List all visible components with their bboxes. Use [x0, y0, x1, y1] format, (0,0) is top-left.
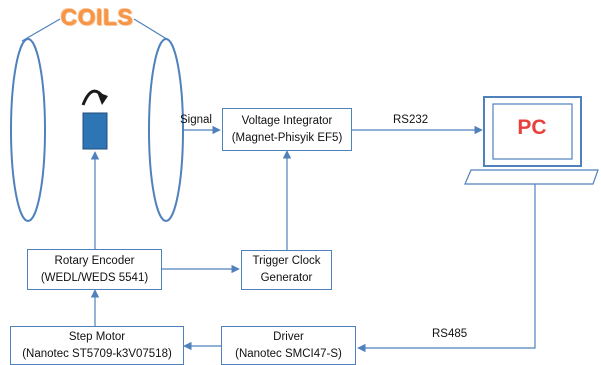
step-motor-box: Step Motor (Nanotec ST5709-k3V07518) — [10, 326, 184, 365]
voltage-integrator-model: (Magnet-Phisyik EF5) — [231, 131, 343, 144]
driver-box: Driver (Nanotec SMCI47-S) — [221, 326, 356, 365]
coils-pointer-right — [133, 18, 171, 42]
rs232-label: RS232 — [393, 114, 429, 126]
trigger-clock-title: Trigger Clock — [252, 255, 321, 268]
trigger-clock-subtitle: Generator — [260, 272, 313, 284]
rotary-encoder-model: (WEDL/WEDS 5541) — [40, 271, 149, 284]
pc-keyboard — [464, 169, 599, 185]
rotating-sample — [82, 112, 108, 150]
right-coil — [148, 38, 184, 222]
voltage-integrator-box: Voltage Integrator (Magnet-Phisyik EF5) — [222, 108, 352, 151]
driver-model: (Nanotec SMCI47-S) — [235, 347, 342, 360]
rotary-encoder-box: Rotary Encoder (WEDL/WEDS 5541) — [27, 249, 162, 290]
trigger-clock-box: Trigger Clock Generator — [241, 250, 332, 290]
coils-title: COILS — [60, 4, 134, 30]
signal-label: Signal — [180, 114, 212, 126]
voltage-integrator-title: Voltage Integrator — [241, 114, 333, 127]
step-motor-model: (Nanotec ST5709-k3V07518) — [22, 347, 172, 360]
rotation-arrow-head — [97, 92, 108, 105]
pc-label: PC — [517, 116, 547, 139]
driver-title: Driver — [273, 330, 304, 343]
step-motor-title: Step Motor — [68, 330, 126, 343]
pc-screen — [492, 103, 573, 160]
rotary-encoder-title: Rotary Encoder — [54, 254, 135, 267]
rs485-connector — [357, 184, 536, 353]
rs485-label: RS485 — [432, 328, 468, 340]
coils-pointer-left — [21, 18, 61, 42]
left-coil — [10, 38, 46, 222]
